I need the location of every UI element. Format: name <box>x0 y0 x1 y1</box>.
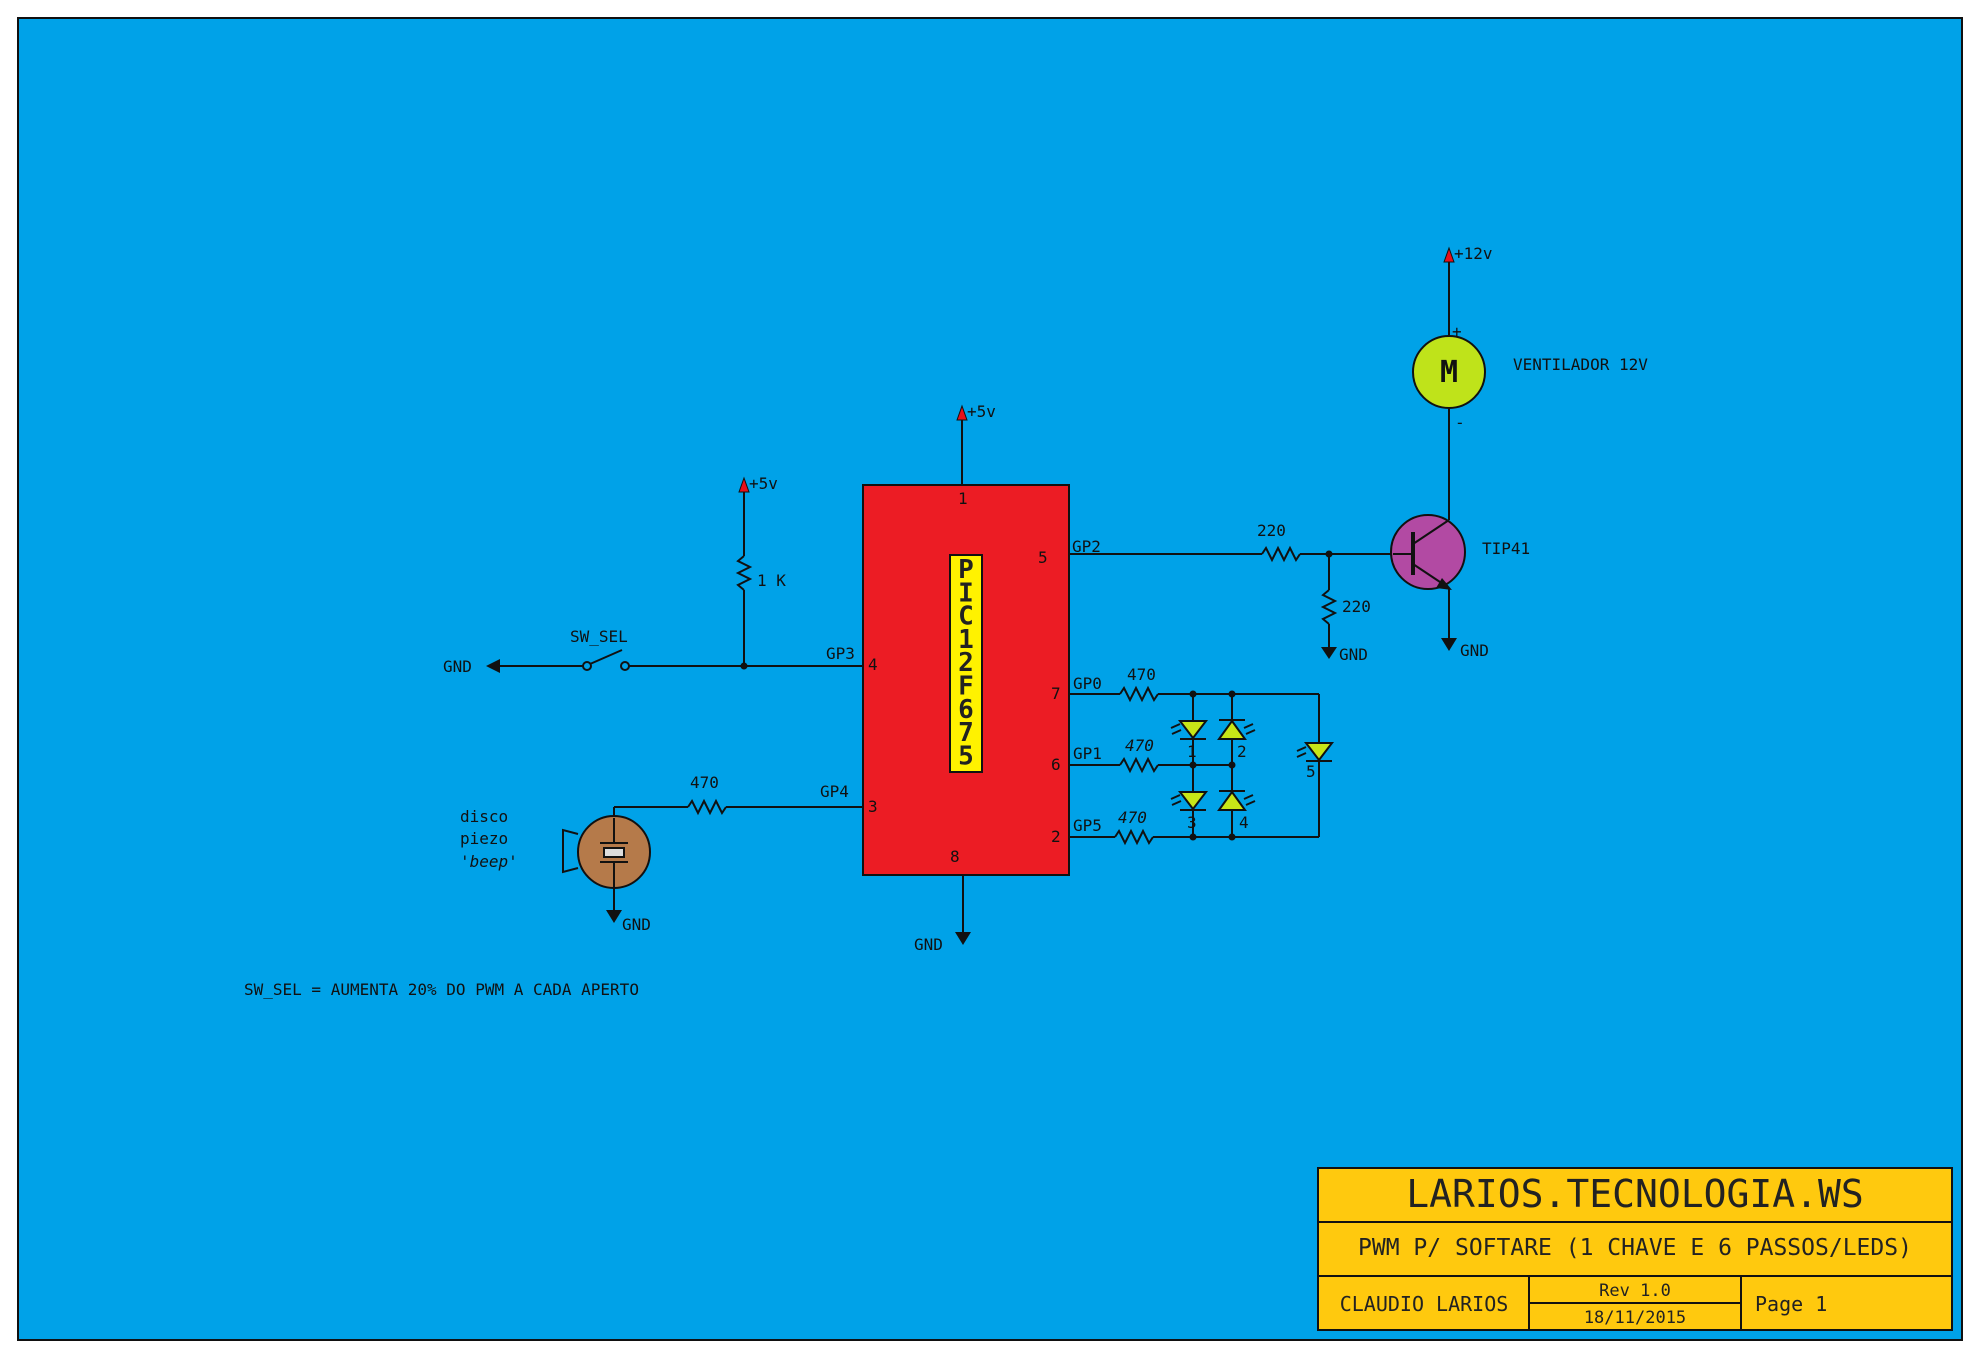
resistor-label-piezo: 470 <box>690 773 719 792</box>
chip-char: 5 <box>958 741 974 771</box>
chip-char: F <box>958 672 974 702</box>
switch-icon <box>582 661 592 671</box>
chip-char: P <box>958 555 974 585</box>
resistor-icon <box>1114 828 1154 846</box>
chip-vcc: +5v <box>956 402 996 485</box>
title-block-subtitle: PWM P/ SOFTARE (1 CHAVE E 6 PASSOS/LEDS) <box>1358 1235 1912 1261</box>
resistor-icon <box>1261 545 1301 563</box>
chip-char: C <box>958 602 974 632</box>
transistor-icon <box>1390 514 1466 590</box>
resistor-label-gp0: 470 <box>1127 665 1156 684</box>
resistor-icon <box>687 798 727 816</box>
pin-number: 4 <box>868 655 878 674</box>
led-label: 4 <box>1239 813 1249 832</box>
led-icon <box>1170 791 1209 811</box>
ground-arrow-icon <box>606 910 622 923</box>
gnd-label: GND <box>1339 645 1368 664</box>
vcc-label: +5v <box>967 402 996 421</box>
led-icon <box>1217 719 1256 740</box>
piezo-label: 'beep' <box>460 852 518 871</box>
pin-number: 5 <box>1038 548 1048 567</box>
motor-driver: 220 220 GND TIP41 GND M + - VENTILADOR 1… <box>1069 244 1648 664</box>
ground-arrow-icon <box>1321 647 1337 659</box>
gnd-label: GND <box>443 657 472 676</box>
gnd-label: GND <box>1460 641 1489 660</box>
chip-char: 6 <box>958 695 974 725</box>
title-block-title: LARIOS.TECNOLOGIA.WS <box>1406 1172 1864 1216</box>
title-block-author: CLAUDIO LARIOS <box>1340 1292 1509 1316</box>
resistor-label-gp1: 470 <box>1125 736 1154 755</box>
gnd-label: GND <box>622 915 651 934</box>
vcc-label: +5v <box>749 474 778 493</box>
switch-circuit: GND SW_SEL 1 K +5v <box>443 474 863 676</box>
transistor-label: TIP41 <box>1482 539 1530 558</box>
chip-char: 2 <box>958 648 974 678</box>
chip-gnd: GND <box>914 875 971 954</box>
led-matrix: 470 470 470 1 <box>1069 665 1335 846</box>
pic-chip: P I C 1 2 F 6 7 5 1 5 4 3 7 6 2 8 GP2 GP… <box>820 484 1102 876</box>
ground-arrow-icon <box>486 659 500 673</box>
resistor-label-pulldown: 220 <box>1342 597 1371 616</box>
led-label: 1 <box>1187 742 1197 761</box>
ground-arrow-icon <box>1441 638 1457 651</box>
port-label-gp4: GP4 <box>820 782 849 801</box>
chip-char: 1 <box>958 625 974 655</box>
led-label: 3 <box>1187 813 1197 832</box>
ground-arrow-icon <box>955 932 971 945</box>
led-label: 5 <box>1306 762 1316 781</box>
resistor-icon <box>1119 756 1159 774</box>
motor-label: VENTILADOR 12V <box>1513 355 1648 374</box>
piezo-label: disco <box>460 807 508 826</box>
chip-char: I <box>958 578 974 608</box>
title-block-date: 18/11/2015 <box>1584 1308 1686 1328</box>
power-arrow-icon <box>738 476 750 493</box>
port-label-gp5: GP5 <box>1073 816 1102 835</box>
gnd-label: GND <box>914 935 943 954</box>
port-label-gp2: GP2 <box>1072 537 1101 556</box>
chip-label-box <box>949 554 983 773</box>
resistor-icon <box>1119 685 1159 703</box>
motor-minus: - <box>1455 413 1465 432</box>
chip-char: 7 <box>958 718 974 748</box>
pin-number: 6 <box>1051 755 1061 774</box>
pin-number: 2 <box>1051 827 1061 846</box>
resistor-icon <box>735 555 753 591</box>
resistor-icon <box>1320 589 1338 625</box>
resistor-label-pullup: 1 K <box>757 571 786 590</box>
title-block-page: Page 1 <box>1755 1292 1827 1316</box>
title-block-rev: Rev 1.0 <box>1599 1281 1671 1301</box>
piezo-circuit: 470 GND disco piezo 'beep' <box>460 773 863 934</box>
switch-label: SW_SEL <box>570 627 628 646</box>
port-label-gp3: GP3 <box>826 644 855 663</box>
resistor-label-base: 220 <box>1257 521 1286 540</box>
port-label-gp0: GP0 <box>1073 674 1102 693</box>
pwm-note: SW_SEL = AUMENTA 20% DO PWM A CADA APERT… <box>244 980 639 999</box>
piezo-label: piezo <box>460 829 508 848</box>
title-block: LARIOS.TECNOLOGIA.WS PWM P/ SOFTARE (1 C… <box>1317 1167 1953 1331</box>
chip-name-label: P I C 1 2 F 6 7 5 <box>958 555 974 771</box>
power-arrow-icon <box>956 404 968 421</box>
resistor-label-gp5: 470 <box>1118 808 1147 827</box>
pin-number: 8 <box>950 847 960 866</box>
led-icon <box>1170 720 1209 740</box>
pin-number: 3 <box>868 797 878 816</box>
pin-number: 7 <box>1051 684 1061 703</box>
vcc-label: +12v <box>1454 244 1493 263</box>
power-arrow-icon <box>1443 246 1455 263</box>
motor-symbol: M <box>1440 355 1458 390</box>
port-label-gp1: GP1 <box>1073 744 1102 763</box>
led-label: 2 <box>1237 742 1247 761</box>
led-icon <box>1217 790 1256 811</box>
pin-number: 1 <box>958 489 968 508</box>
motor-plus: + <box>1452 322 1462 341</box>
